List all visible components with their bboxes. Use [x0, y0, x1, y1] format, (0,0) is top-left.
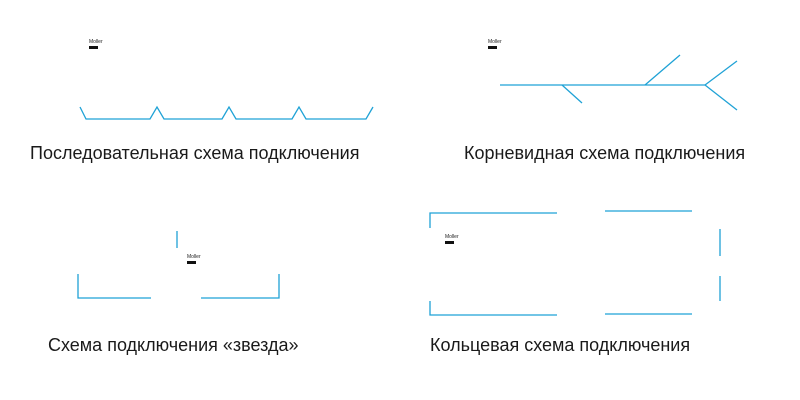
root-branch-wire [561, 84, 583, 104]
serial-wire [79, 105, 374, 120]
root-scheme-wiring [500, 54, 738, 111]
serial-device-label: Moller [89, 39, 103, 45]
ring-device-icon [445, 241, 454, 244]
star-scheme-caption: Схема подключения «звезда» [48, 335, 299, 355]
star-scheme-wiring [77, 231, 280, 299]
ring-scheme-wiring [429, 210, 721, 316]
root-branch-wire [704, 84, 738, 111]
root-scheme-caption: Корневидная схема подключения [464, 143, 746, 163]
root-device-label: Moller [488, 39, 502, 45]
star-left-wire [77, 274, 151, 299]
serial-scheme-wiring [79, 105, 374, 120]
ring-top-left-wire [429, 212, 557, 228]
ring-scheme-caption: Кольцевая схема подключения [430, 335, 691, 355]
star-right-wire [201, 274, 280, 299]
star-device-icon [187, 261, 196, 264]
ring-device-label: Moller [445, 234, 459, 240]
root-device-icon [488, 46, 497, 49]
root-branch-wire [644, 54, 681, 86]
star-device-label: Moller [187, 254, 201, 260]
ring-bottom-left-wire [429, 301, 557, 316]
root-branch-wire [704, 60, 738, 86]
serial-scheme-caption: Последовательная схема подключения [30, 143, 360, 163]
serial-device-icon [89, 46, 98, 49]
